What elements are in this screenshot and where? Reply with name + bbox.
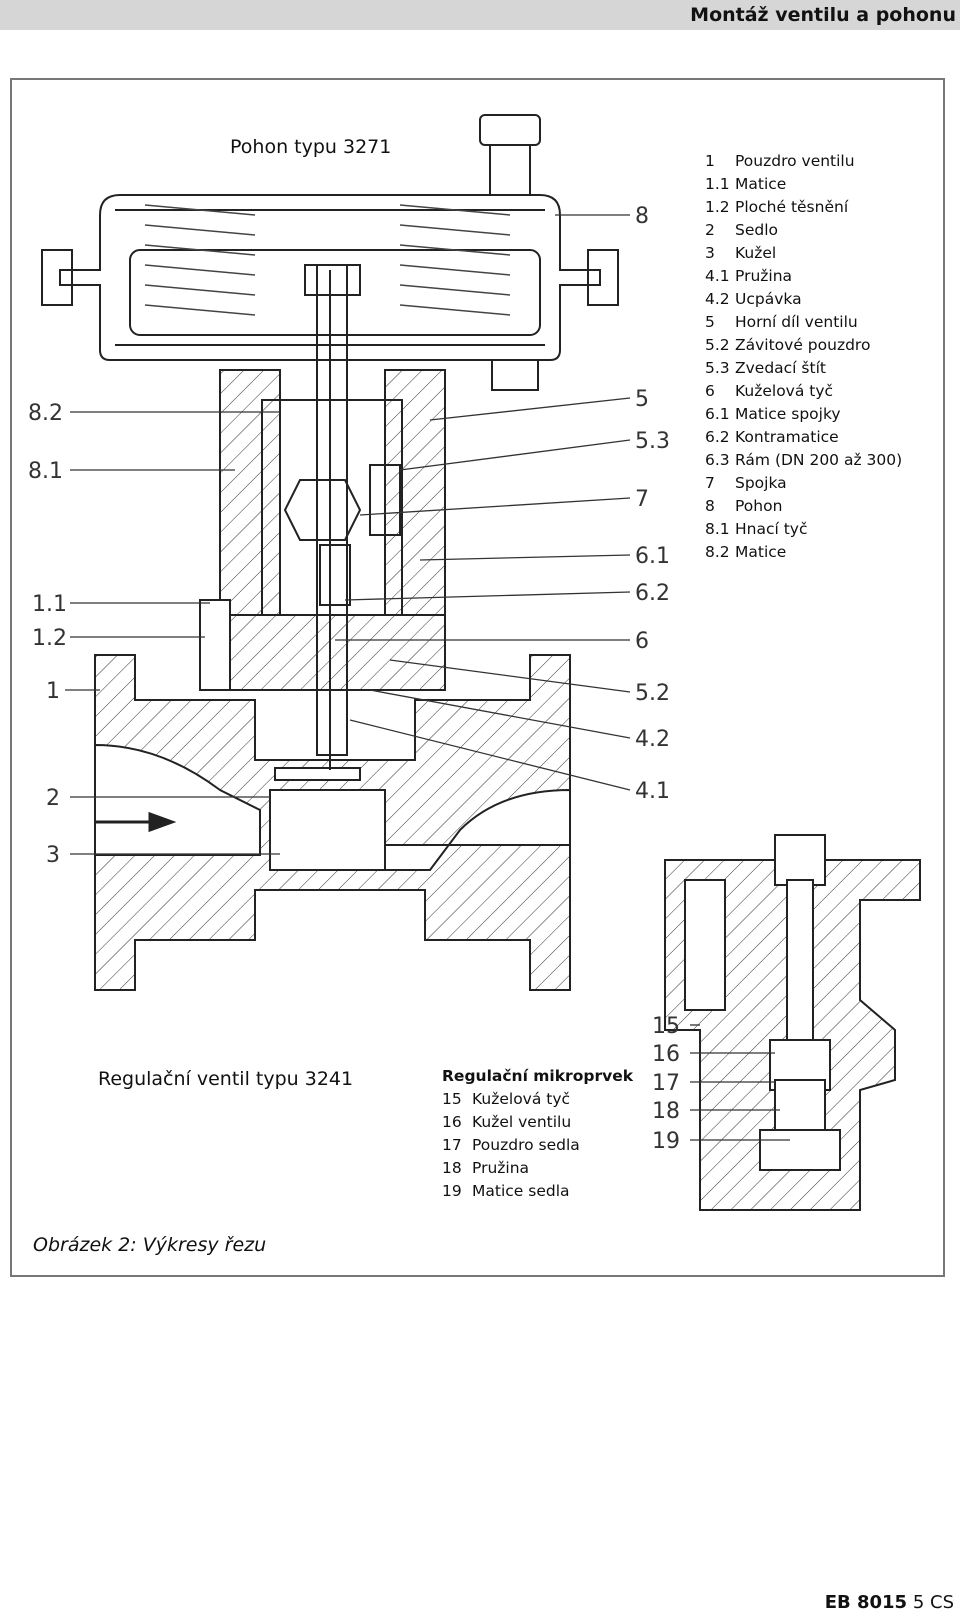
- callout-15: 15: [652, 1014, 680, 1039]
- callout-8-1: 8.1: [28, 459, 63, 484]
- callout-6: 6: [635, 629, 649, 654]
- callout-8-2: 8.2: [28, 401, 63, 426]
- callout-3: 3: [46, 843, 60, 868]
- footer-doc-id: EB 8015: [824, 1592, 908, 1613]
- callout-17: 17: [652, 1071, 680, 1096]
- callout-2: 2: [46, 786, 60, 811]
- micro-trim-heading: Regulační mikroprvek: [442, 1067, 634, 1085]
- callout-leaders: [65, 214, 790, 1141]
- callout-numbers: 8.2 8.1 1.1 1.2 1 2 3 8 5 5.3 7 6.1 6.2 …: [28, 204, 680, 1154]
- yoke-hatched: [219, 369, 446, 691]
- callout-19: 19: [652, 1129, 680, 1154]
- figure-caption: Obrázek 2: Výkresy řezu: [33, 1234, 267, 1256]
- page-footer: EB 8015 5 CS: [825, 1592, 954, 1613]
- callout-7: 7: [635, 487, 649, 512]
- micro-trim-drawing: [664, 834, 921, 1211]
- callout-5: 5: [635, 387, 649, 412]
- callout-6-2: 6.2: [635, 581, 670, 606]
- callout-1: 1: [46, 679, 60, 704]
- valve-body-channels: [94, 270, 571, 871]
- actuator-drawing: [41, 114, 619, 756]
- header-bar: [0, 0, 960, 30]
- callout-1-1: 1.1: [32, 592, 67, 617]
- callout-1-2: 1.2: [32, 626, 67, 651]
- callout-4-1: 4.1: [635, 779, 670, 804]
- figure-frame: [10, 78, 945, 1277]
- callout-4-2: 4.2: [635, 727, 670, 752]
- actuator-caption: Pohon typu 3271: [230, 136, 392, 158]
- callout-5-2: 5.2: [635, 681, 670, 706]
- yoke-window: [261, 399, 403, 616]
- callout-16: 16: [652, 1042, 680, 1067]
- valve-caption: Regulační ventil typu 3241: [98, 1068, 354, 1090]
- flow-arrow: [95, 811, 177, 833]
- callout-8: 8: [635, 204, 649, 229]
- callout-6-1: 6.1: [635, 544, 670, 569]
- footer-page-number: 5 CS: [912, 1592, 954, 1613]
- callout-18: 18: [652, 1099, 680, 1124]
- callout-5-3: 5.3: [635, 429, 670, 454]
- page-header-title: Montáž ventilu a pohonu: [690, 4, 956, 26]
